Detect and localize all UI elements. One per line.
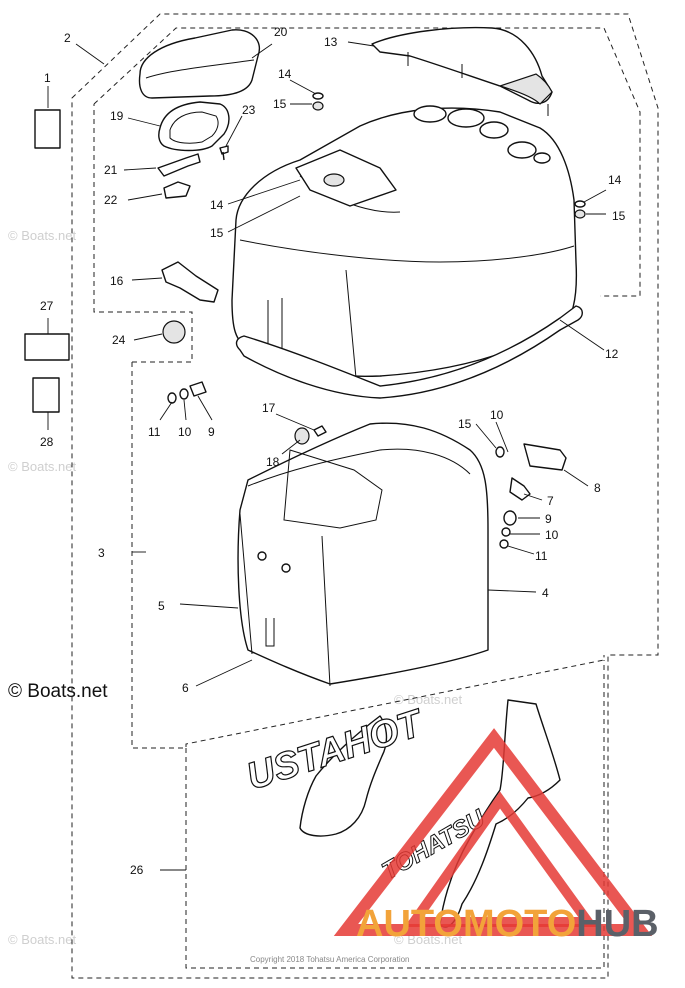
callout: 20 bbox=[274, 25, 288, 39]
part-16-bracket bbox=[161, 261, 219, 303]
part-28-label bbox=[32, 377, 60, 413]
callout: 22 bbox=[104, 193, 118, 207]
part-11-washer bbox=[499, 539, 509, 549]
callout: 6 bbox=[182, 681, 189, 695]
callout: 10 bbox=[178, 425, 192, 439]
part-15-nut bbox=[574, 209, 586, 219]
callout: 18 bbox=[266, 455, 280, 469]
svg-text:AUTOMOTOHUB: AUTOMOTOHUB bbox=[356, 903, 659, 945]
boats-net-watermark: © Boats.net bbox=[8, 681, 108, 702]
callout: 3 bbox=[98, 546, 105, 560]
part-8-plate bbox=[523, 443, 567, 471]
part-1-label bbox=[34, 109, 61, 149]
callout: 24 bbox=[112, 333, 126, 347]
callout: 10 bbox=[490, 408, 504, 422]
watermark: © Boats.net bbox=[394, 692, 463, 707]
callout: 5 bbox=[158, 599, 165, 613]
part-7-bracket bbox=[509, 477, 531, 501]
part-17-clip bbox=[313, 425, 327, 437]
part-21-bracket bbox=[157, 153, 201, 177]
callout: 28 bbox=[40, 435, 54, 449]
callout: 14 bbox=[210, 198, 224, 212]
part-10-bushing bbox=[179, 388, 189, 400]
callout: 27 bbox=[40, 299, 54, 313]
part-22-hinge bbox=[163, 181, 191, 199]
callout: 1 bbox=[44, 71, 51, 85]
part-14-washer bbox=[312, 92, 324, 100]
callout: 9 bbox=[545, 512, 552, 526]
watermark: © Boats.net bbox=[8, 459, 77, 474]
callout-numbers: 1 2 3 4 5 6 7 8 9 9 10 10 10 11 11 12 13… bbox=[40, 25, 626, 877]
callout: 11 bbox=[148, 425, 161, 439]
callout: 16 bbox=[110, 274, 124, 288]
leader-lines bbox=[47, 41, 607, 871]
callout: 17 bbox=[262, 401, 276, 415]
logo-text-auto: AUTO bbox=[356, 903, 463, 945]
callout: 15 bbox=[210, 226, 224, 240]
logo-triangle-inner bbox=[404, 791, 598, 927]
callout: 8 bbox=[594, 481, 601, 495]
part-18-grommet bbox=[294, 427, 310, 445]
part-15-nut bbox=[495, 446, 505, 458]
callout: 12 bbox=[605, 347, 619, 361]
callout: 19 bbox=[110, 109, 124, 123]
group-26-boundary bbox=[185, 660, 605, 969]
part-27-label bbox=[24, 333, 70, 361]
logo-triangle bbox=[333, 728, 653, 936]
group-3-boundary bbox=[93, 104, 605, 749]
callout: 15 bbox=[612, 209, 626, 223]
logo-text-moto: MOTO bbox=[463, 903, 576, 945]
copyright-text: Copyright 2018 Tohatsu America Corporati… bbox=[250, 955, 410, 964]
automotohub-logo: AUTOMOTOHUB bbox=[333, 728, 659, 945]
part-15-nut bbox=[312, 101, 324, 111]
outer-kit-boundary bbox=[71, 13, 659, 979]
callout: 7 bbox=[547, 494, 554, 508]
logo-text-hub: HUB bbox=[576, 903, 658, 945]
part-11-washer bbox=[167, 392, 177, 404]
callout: 15 bbox=[458, 417, 472, 431]
part-9-grommet bbox=[503, 510, 517, 526]
part-14-washer bbox=[574, 200, 586, 208]
callout: 9 bbox=[208, 425, 215, 439]
watermark: © Boats.net bbox=[8, 932, 77, 947]
part-9-grommet bbox=[189, 381, 207, 397]
watermark: © Boats.net bbox=[8, 228, 77, 243]
lower-cowling bbox=[237, 422, 489, 685]
part-24-emblem bbox=[162, 320, 186, 344]
callout: 14 bbox=[608, 173, 622, 187]
part-26-decal-left bbox=[299, 715, 388, 837]
part-19-gasket bbox=[158, 101, 230, 152]
callout: 13 bbox=[324, 35, 338, 49]
callout: 10 bbox=[545, 528, 559, 542]
callout: 4 bbox=[542, 586, 549, 600]
callout: 15 bbox=[273, 97, 287, 111]
callout: 14 bbox=[278, 67, 292, 81]
part-26-decal-right bbox=[439, 699, 561, 928]
part-23-screw bbox=[219, 145, 229, 161]
part-12-seal bbox=[235, 305, 583, 399]
callout: 23 bbox=[242, 103, 256, 117]
part-10-bushing bbox=[501, 527, 511, 537]
callout: 26 bbox=[130, 863, 144, 877]
part-20-pad bbox=[138, 29, 261, 99]
callout: 21 bbox=[104, 163, 118, 177]
callout: 2 bbox=[64, 31, 71, 45]
callout: 11 bbox=[535, 549, 548, 563]
group-2-boundary bbox=[93, 27, 641, 297]
